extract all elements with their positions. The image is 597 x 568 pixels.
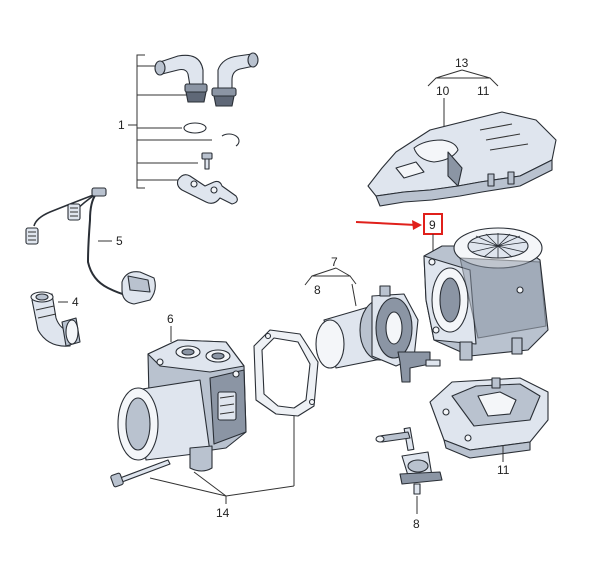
- circlip: [221, 133, 240, 147]
- callout-8-bottom[interactable]: 8: [413, 517, 420, 531]
- wiring-harness: [25, 187, 156, 305]
- part-group-7-8[interactable]: 7 8: [304, 255, 441, 383]
- callout-9[interactable]: 9: [429, 218, 436, 232]
- heater-cover: [367, 111, 557, 207]
- bracket-1: [136, 54, 145, 189]
- callout-11-bottom[interactable]: 11: [497, 463, 510, 477]
- part-group-14[interactable]: 14: [149, 416, 295, 520]
- clamp-bracket: [176, 174, 238, 205]
- elbow-fitting-left: [154, 54, 208, 103]
- callout-5[interactable]: 5: [116, 234, 123, 248]
- gasket: [253, 329, 319, 417]
- highlight-callout-9[interactable]: 9: [355, 213, 443, 254]
- callout-14[interactable]: 14: [216, 506, 230, 520]
- part-group-13[interactable]: 13 10 11: [367, 56, 557, 207]
- callout-4[interactable]: 4: [72, 295, 79, 309]
- callout-13[interactable]: 13: [455, 56, 469, 70]
- temperature-sensor: [375, 427, 443, 495]
- lower-tray: [429, 377, 549, 459]
- callout-6[interactable]: 6: [167, 312, 174, 326]
- combustion-chamber: [315, 285, 441, 383]
- callout-8-top[interactable]: 8: [314, 283, 321, 297]
- part-group-1[interactable]: 1: [118, 52, 259, 205]
- screw-small: [201, 152, 213, 170]
- part-4-elbow[interactable]: 4: [30, 291, 81, 347]
- heater-main-body: [117, 339, 247, 472]
- callout-11-top[interactable]: 11: [477, 84, 490, 98]
- elbow-fitting-right: [211, 52, 259, 107]
- part-6-heater-body[interactable]: 6: [110, 312, 247, 488]
- callout-1[interactable]: 1: [118, 118, 125, 132]
- callout-7[interactable]: 7: [331, 255, 338, 269]
- part-5-wiring[interactable]: 5: [25, 187, 156, 305]
- highlight-arrow: [355, 221, 417, 226]
- long-bolt: [110, 459, 171, 488]
- exhaust-elbow: [30, 291, 81, 347]
- heater-housing: [423, 227, 549, 361]
- o-ring: [183, 122, 207, 134]
- sensor-part-8[interactable]: 8: [375, 427, 443, 531]
- callout-10[interactable]: 10: [436, 84, 450, 98]
